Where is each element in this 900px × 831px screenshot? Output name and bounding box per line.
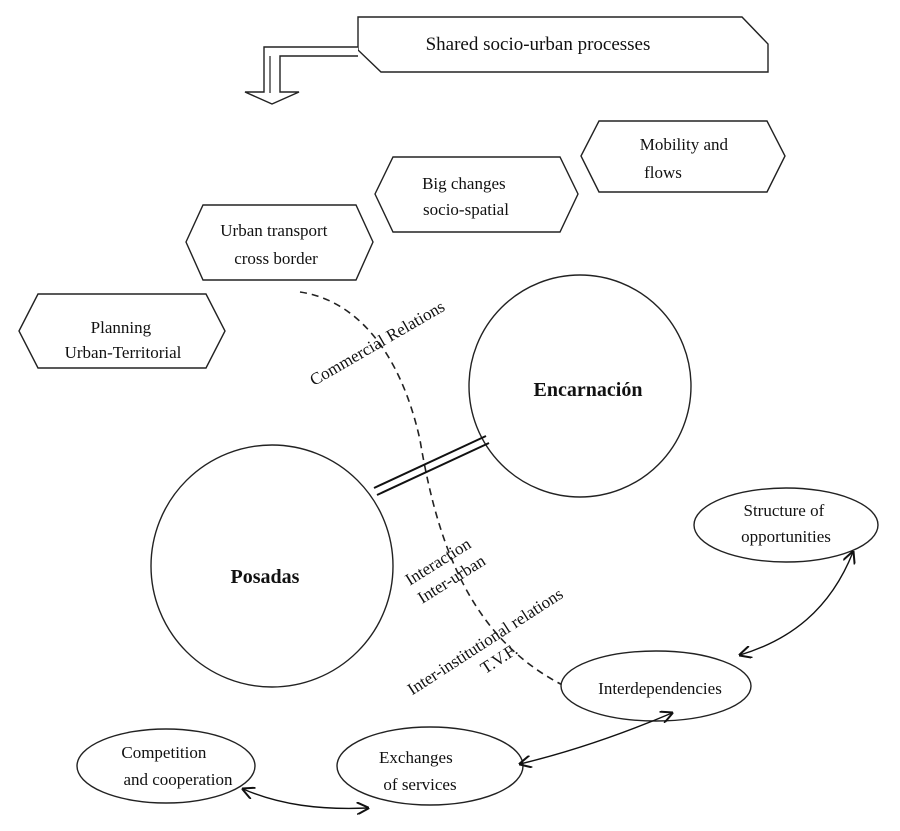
connector-exchanges-competition	[243, 789, 368, 808]
oval-interdependencies-label: Interdependencies	[598, 679, 722, 698]
header-banner: Shared socio-urban processes	[357, 16, 769, 73]
commercial-relations-label: Commercial Relations	[306, 297, 448, 390]
hex-mobility-line1: Mobility and	[640, 135, 729, 154]
oval-structure-opportunities: Structure of opportunities	[693, 487, 879, 563]
oval-competition-line2: and cooperation	[123, 770, 233, 789]
svg-text:Urban transport cross bo: Urban transport cross border	[220, 221, 331, 268]
svg-text:Interaction Inter-urban: Interaction Inter-urban	[402, 532, 490, 608]
hex-transport-line2: cross border	[234, 249, 318, 268]
hexagon-mobility-flows: Mobility and flows	[580, 120, 786, 193]
down-arrow-icon	[244, 46, 358, 105]
oval-competition-cooperation: Competition and cooperation	[76, 728, 256, 804]
oval-exchanges-line1: Exchanges	[379, 748, 453, 767]
connector-structure-interdependencies	[740, 552, 853, 655]
svg-text:Exchanges of services: Exchanges of services	[379, 748, 457, 794]
oval-competition-line1: Competition	[121, 743, 207, 762]
connector-interdependencies-exchanges	[520, 713, 672, 764]
svg-text:Structure of opportuniti: Structure of opportunities	[741, 501, 831, 546]
hex-bigchanges-line1: Big changes	[422, 174, 506, 193]
oval-structure-line1: Structure of	[744, 501, 825, 520]
svg-text:Big changes socio-spatia: Big changes socio-spatial	[422, 174, 510, 219]
city-encarnacion-label: Encarnación	[534, 379, 643, 401]
hex-bigchanges-line2: socio-spatial	[423, 200, 509, 219]
hex-planning-line2: Urban-Territorial	[65, 343, 182, 362]
hexagon-big-changes: Big changes socio-spatial	[374, 156, 579, 233]
interaction-label-group: Interaction Inter-urban	[402, 532, 490, 608]
oval-structure-line2: opportunities	[741, 527, 831, 546]
hex-planning-line1: Planning	[91, 318, 152, 337]
bridge-connector	[373, 435, 490, 496]
svg-text:Competition and cooperat: Competition and cooperation	[121, 743, 233, 789]
hexagon-urban-transport: Urban transport cross border	[185, 204, 374, 281]
svg-text:Planning Urban-Territori: Planning Urban-Territorial	[65, 318, 182, 362]
dashed-boundary-arc	[299, 291, 599, 701]
hexagon-planning: Planning Urban-Territorial	[18, 293, 226, 369]
svg-text:Mobility and flows: Mobility and flows	[640, 135, 733, 182]
city-posadas-label: Posadas	[231, 566, 300, 588]
oval-exchanges-services: Exchanges of services	[336, 726, 524, 806]
hex-transport-line1: Urban transport	[220, 221, 327, 240]
hex-mobility-line2: flows	[644, 163, 682, 182]
oval-exchanges-line2: of services	[383, 775, 456, 794]
circle-encarnacion: Encarnación	[468, 274, 692, 498]
oval-interdependencies: Interdependencies	[560, 650, 752, 722]
header-title: Shared socio-urban processes	[426, 34, 651, 55]
circle-posadas: Posadas	[150, 444, 394, 688]
